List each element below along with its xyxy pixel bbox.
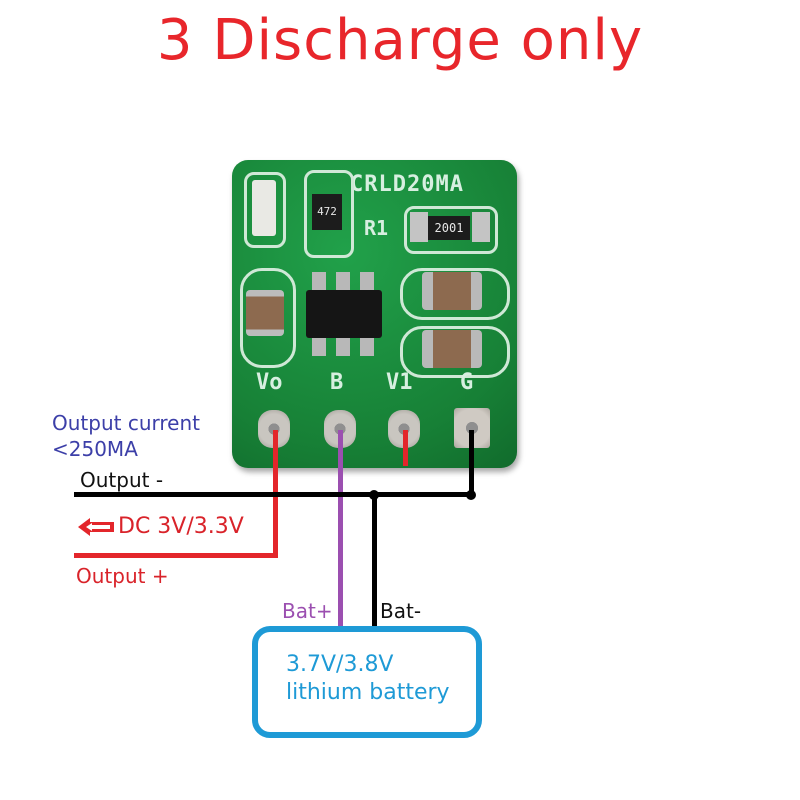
output-current-limit: <250MA	[52, 437, 138, 461]
ic-pin	[312, 272, 326, 290]
ic-chip	[306, 290, 382, 338]
pin-label-vo: Vo	[256, 370, 283, 395]
resistor-r1-outline	[404, 206, 498, 254]
pin-label-b: B	[330, 370, 344, 395]
arrow-left-outline-icon	[76, 516, 116, 538]
wire-ground	[469, 430, 474, 496]
output-minus-label: Output -	[80, 468, 164, 492]
r1-pad-left	[410, 212, 428, 242]
ic-pin	[336, 272, 350, 290]
ic-pin	[360, 338, 374, 356]
battery-type: lithium battery	[286, 680, 450, 705]
cap-top-outline	[400, 268, 510, 320]
resistor-designator: R1	[364, 216, 389, 240]
led-outline	[244, 172, 286, 248]
wire-output-negative	[74, 492, 474, 497]
wire-bat-negative	[372, 494, 377, 628]
pin-label-v1: V1	[386, 370, 413, 395]
wire-bat-positive	[338, 430, 343, 628]
capacitor-bottom	[422, 330, 482, 368]
ic-pin	[360, 272, 374, 290]
resistor-472-outline	[304, 170, 354, 258]
resistor-472: 472	[312, 194, 342, 230]
battery-voltage: 3.7V/3.8V	[286, 652, 394, 677]
dc-output-label: DC 3V/3.3V	[118, 514, 244, 539]
ic-pin	[312, 338, 326, 356]
junction-bat-negative	[369, 490, 379, 500]
cap-left-outline	[240, 268, 296, 368]
junction-ground	[466, 490, 476, 500]
diagram-title: 3 Discharge only	[156, 8, 644, 73]
output-current-label: Output current	[52, 411, 200, 435]
led-component	[252, 180, 276, 236]
resistor-r1: 2001	[428, 216, 470, 240]
lithium-battery: 3.7V/3.8V lithium battery	[252, 626, 482, 738]
r1-pad-right	[472, 212, 490, 242]
capacitor-left	[246, 290, 284, 336]
cap-bottom-outline	[400, 326, 510, 378]
module-name: CRLD20MA	[350, 172, 464, 197]
pin-label-g: G	[460, 370, 474, 395]
output-plus-label: Output +	[76, 564, 169, 588]
pcb-module: CRLD20MA R1 472 2001 Vo B V1 G	[232, 160, 517, 468]
bat-minus-label: Bat-	[380, 599, 422, 623]
bat-plus-label: Bat+	[282, 599, 333, 623]
ic-pin	[336, 338, 350, 356]
capacitor-top	[422, 272, 482, 310]
wire-v1-stub	[403, 430, 408, 466]
wire-output-positive	[74, 553, 278, 558]
